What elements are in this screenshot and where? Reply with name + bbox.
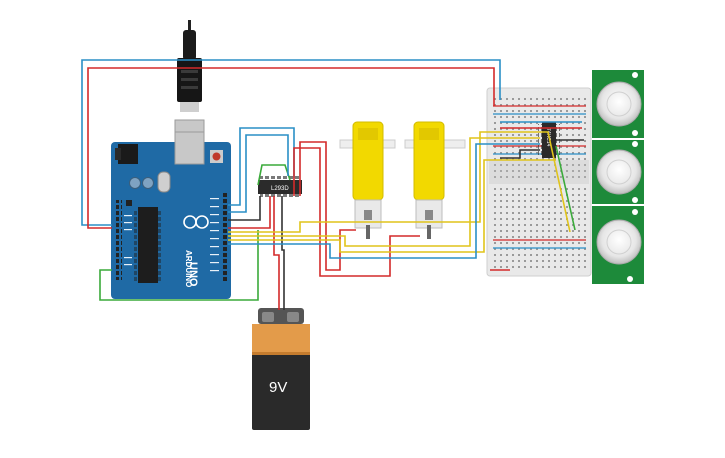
wire-red-motor-2[interactable] <box>293 147 420 277</box>
wire-green-sensor[interactable] <box>555 145 576 231</box>
wire-blue-bb[interactable] <box>228 143 540 259</box>
arduino-uno-board[interactable]: ARDUINO UNO <box>111 131 231 299</box>
wire-blue-driver-2[interactable] <box>228 134 289 213</box>
l293d-driver-chip[interactable]: L293D <box>258 176 302 198</box>
wire-blue-driver-1[interactable] <box>228 127 295 206</box>
wire-red-arduino-driver[interactable] <box>228 196 271 229</box>
pir-sensor-middle[interactable] <box>592 140 644 204</box>
wire-yellow-1[interactable] <box>228 137 540 247</box>
arduino-model-text: UNO <box>187 262 199 287</box>
driver-chip-label: L293D <box>271 186 289 192</box>
dc-motor-left[interactable] <box>339 121 396 239</box>
pir-sensor-bottom[interactable] <box>592 206 644 284</box>
wire-yellow-3[interactable] <box>228 159 556 253</box>
wire-yellow-2[interactable] <box>228 131 571 233</box>
wire-red-top[interactable] <box>87 67 495 229</box>
wires <box>81 59 584 310</box>
breadboard-chip-label: 74HC14 <box>545 128 551 147</box>
wire-green-gnd[interactable] <box>99 230 259 301</box>
wire-blue-top[interactable] <box>81 59 501 226</box>
wire-red-battery[interactable] <box>273 196 280 310</box>
wire-black-arduino-driver[interactable] <box>228 196 261 221</box>
battery-label: 9V <box>269 379 287 396</box>
pir-sensor-top[interactable] <box>592 70 644 138</box>
wire-black-battery[interactable] <box>281 196 285 310</box>
breadboard-icon[interactable] <box>486 87 592 277</box>
wire-black-bb[interactable] <box>500 149 540 159</box>
battery-icon[interactable]: 9V <box>252 308 310 430</box>
wire-red-motor-1[interactable] <box>299 141 356 271</box>
arduino-brand-text: ARDUINO <box>184 250 193 287</box>
dc-motor-right[interactable] <box>404 121 466 239</box>
